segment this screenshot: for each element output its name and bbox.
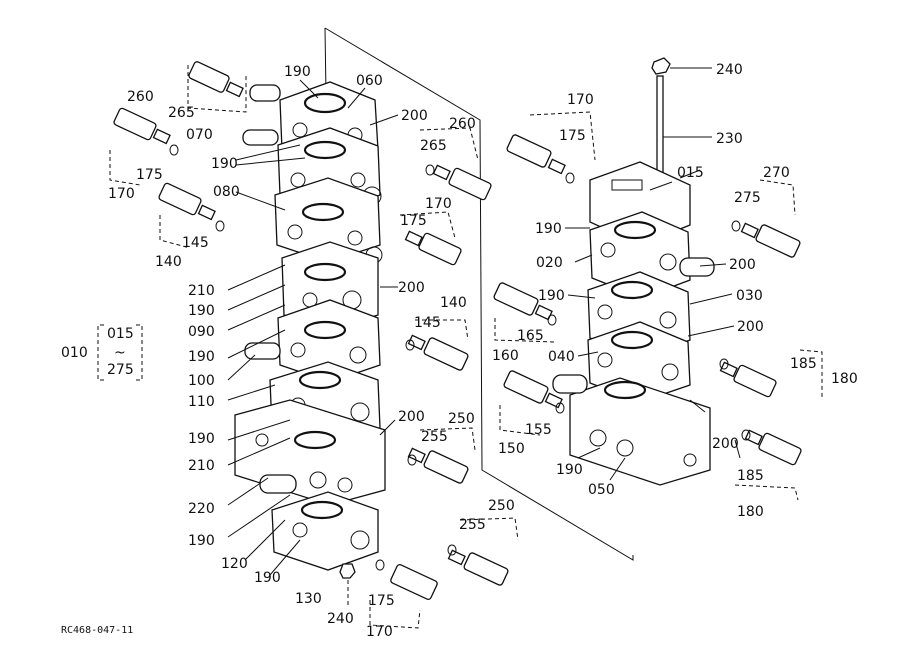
label-175: 175 xyxy=(559,128,586,144)
label-200: 200 xyxy=(737,319,764,335)
label-170: 170 xyxy=(108,186,135,202)
label-120: 120 xyxy=(221,556,248,572)
label-210: 210 xyxy=(188,283,215,299)
assembly-range-010: 010 015 ~ 275 xyxy=(61,324,143,381)
label-185: 185 xyxy=(737,468,764,484)
label-145: 145 xyxy=(182,235,209,251)
left-valve-stack xyxy=(109,27,634,629)
label-140: 140 xyxy=(155,254,182,270)
label-180: 180 xyxy=(831,371,858,387)
cartridge-270 xyxy=(731,179,801,258)
assembly-main-number: 010 xyxy=(61,345,88,361)
label-165: 165 xyxy=(517,328,544,344)
cartridge-180-upper xyxy=(719,349,823,400)
cartridge-250-lower xyxy=(447,517,519,586)
label-180: 180 xyxy=(737,504,764,520)
cartridge-180-lower xyxy=(734,429,802,501)
label-190: 190 xyxy=(556,462,583,478)
leader-lines-right xyxy=(565,181,741,481)
label-200: 200 xyxy=(398,409,425,425)
label-080: 080 xyxy=(213,184,240,200)
label-155: 155 xyxy=(525,422,552,438)
label-170: 170 xyxy=(567,92,594,108)
label-185: 185 xyxy=(790,356,817,372)
cartridge-140-mid xyxy=(405,319,469,371)
assembly-range-from: 015 xyxy=(107,326,134,342)
inlet-section-050 xyxy=(552,374,711,486)
label-190: 190 xyxy=(188,303,215,319)
label-190: 190 xyxy=(188,533,215,549)
label-110: 110 xyxy=(188,394,215,410)
label-060: 060 xyxy=(356,73,383,89)
label-145: 145 xyxy=(414,315,441,331)
valve-section-080 xyxy=(274,177,383,264)
assembly-range-tilde: ~ xyxy=(114,345,126,361)
label-170: 170 xyxy=(366,624,393,640)
cartridge-170-mid xyxy=(399,211,462,266)
label-240: 240 xyxy=(327,611,354,627)
label-050: 050 xyxy=(588,482,615,498)
label-190: 190 xyxy=(188,349,215,365)
label-200: 200 xyxy=(729,257,756,273)
label-250: 250 xyxy=(488,498,515,514)
callout-labels: 260 190 060 200 265 070 260 265 190 175 … xyxy=(108,62,858,640)
cartridge-160 xyxy=(493,282,557,343)
tie-rod-230 xyxy=(651,57,712,177)
label-090: 090 xyxy=(188,324,215,340)
right-valve-stack xyxy=(493,57,823,501)
label-200: 200 xyxy=(401,108,428,124)
label-170: 170 xyxy=(425,196,452,212)
label-220: 220 xyxy=(188,501,215,517)
label-190: 190 xyxy=(538,288,565,304)
label-240: 240 xyxy=(716,62,743,78)
nut-240-bottom xyxy=(339,563,356,605)
cartridge-260-right xyxy=(419,127,492,201)
label-015: 015 xyxy=(677,165,704,181)
label-040: 040 xyxy=(548,349,575,365)
label-140: 140 xyxy=(440,295,467,311)
label-255: 255 xyxy=(421,429,448,445)
label-130: 130 xyxy=(295,591,322,607)
label-260: 260 xyxy=(449,116,476,132)
label-100: 100 xyxy=(188,373,215,389)
cartridge-170-right-top xyxy=(506,111,596,184)
cartridge-260-left xyxy=(187,61,247,113)
label-175: 175 xyxy=(368,593,395,609)
label-190: 190 xyxy=(254,570,281,586)
label-190: 190 xyxy=(188,431,215,447)
label-030: 030 xyxy=(736,288,763,304)
label-190: 190 xyxy=(211,156,238,172)
label-270: 270 xyxy=(763,165,790,181)
label-260: 260 xyxy=(127,89,154,105)
cartridge-250-upper xyxy=(407,427,476,484)
leader-lines-left xyxy=(227,79,399,576)
cartridge-150 xyxy=(499,370,565,436)
label-190: 190 xyxy=(284,64,311,80)
label-200: 200 xyxy=(398,280,425,296)
label-200: 200 xyxy=(712,436,739,452)
label-175: 175 xyxy=(136,167,163,183)
label-265: 265 xyxy=(420,138,447,154)
cartridge-170-bottom xyxy=(369,559,438,629)
label-020: 020 xyxy=(536,255,563,271)
label-275: 275 xyxy=(734,190,761,206)
label-160: 160 xyxy=(492,348,519,364)
reference-code: RC468-047-11 xyxy=(61,625,133,636)
label-230: 230 xyxy=(716,131,743,147)
cartridge-140-left xyxy=(158,182,225,249)
cartridge-170-left xyxy=(109,107,179,186)
label-175: 175 xyxy=(400,213,427,229)
label-255: 255 xyxy=(459,517,486,533)
label-190: 190 xyxy=(535,221,562,237)
label-210: 210 xyxy=(188,458,215,474)
label-070: 070 xyxy=(186,127,213,143)
valve-section-130 xyxy=(259,474,379,571)
label-265: 265 xyxy=(168,105,195,121)
label-250: 250 xyxy=(448,411,475,427)
valve-section-100 xyxy=(244,299,381,383)
label-150: 150 xyxy=(498,441,525,457)
valve-section-020 xyxy=(589,211,715,299)
assembly-range-to: 275 xyxy=(107,362,134,378)
